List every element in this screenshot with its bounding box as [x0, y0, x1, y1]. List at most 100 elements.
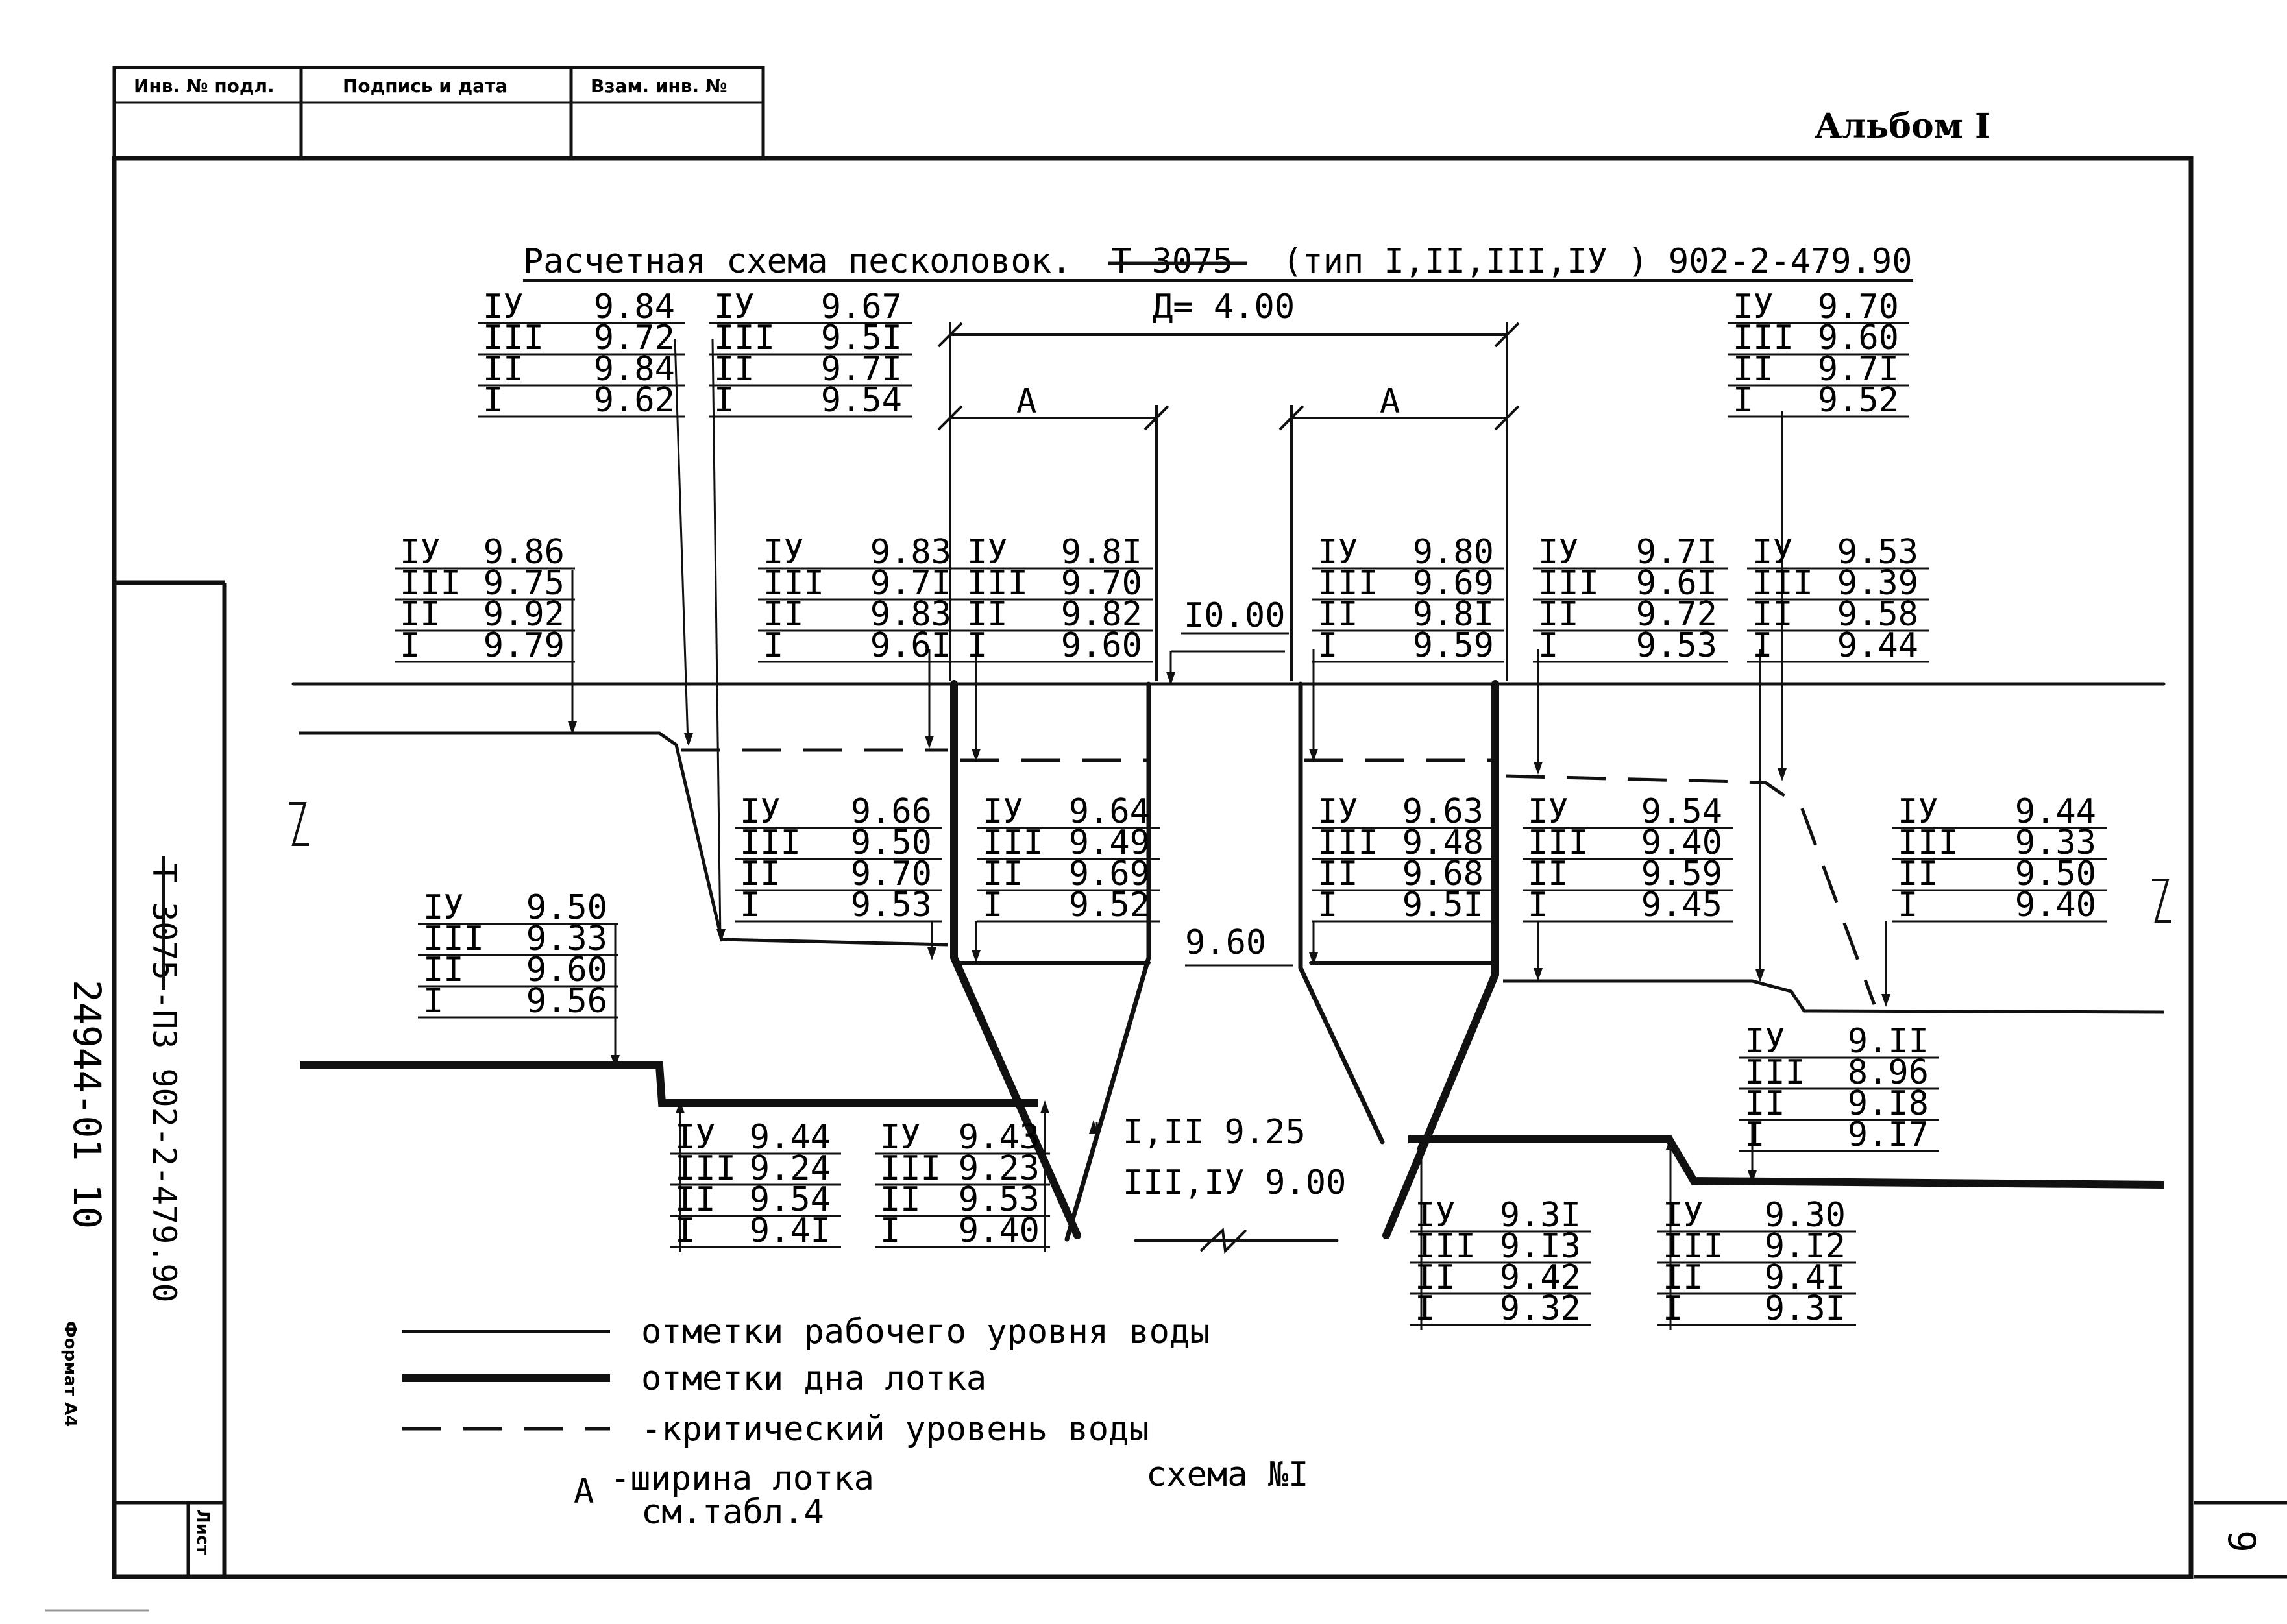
dimension-lines: [937, 322, 1520, 681]
elevation-value: 9.32: [1500, 1289, 1581, 1328]
elevation-value: 9.50: [2015, 854, 2096, 893]
elevation-value: 9.44: [1837, 626, 1918, 665]
elevation-variant: I: [1663, 1289, 1683, 1328]
elevation-value: 9.83: [870, 595, 951, 634]
elevation-variant: I: [1317, 886, 1338, 925]
elevation-variant: II: [740, 854, 781, 893]
header-replace-label: Взам. инв. №: [591, 75, 728, 97]
elevation-value: 9.44: [750, 1118, 831, 1157]
elevation-variant: IУ: [675, 1118, 716, 1157]
elevation-variant: III: [1898, 823, 1959, 862]
elevation-variant: I: [1317, 626, 1338, 665]
elevation-value: 9.5I: [821, 319, 902, 358]
main-frame: [112, 156, 2287, 1579]
elevation-variant: I: [483, 381, 503, 420]
elevation-value: 9.I2: [1765, 1227, 1846, 1266]
elevation-variant: II: [1538, 595, 1579, 634]
elevation-value: 9.43: [959, 1118, 1040, 1157]
elevation-variant: IУ: [483, 287, 524, 326]
elevation-variant: II: [1898, 854, 1938, 893]
elevation-variant: I: [675, 1211, 695, 1250]
elevation-value: 9.30: [1765, 1196, 1846, 1235]
elevation-variant: IУ: [1733, 287, 1774, 326]
elevation-value: 9.7I: [1636, 533, 1717, 572]
elevation-value: 9.83: [870, 533, 951, 572]
elevation-variant: IУ: [1317, 792, 1358, 831]
elevation-value: 9.33: [526, 919, 607, 958]
elevation-value: 9.7I: [1818, 350, 1899, 389]
header-signature-label: Подпись и дата: [343, 75, 508, 97]
legend-a-width: -ширина лотка: [610, 1459, 874, 1498]
mark-bottom-34: III,IУ 9.00: [1123, 1163, 1346, 1202]
elevation-value: 9.64: [1069, 792, 1150, 831]
elevation-variant: II: [1415, 1258, 1456, 1297]
elevation-variant: IУ: [1898, 792, 1938, 831]
elevation-value: 9.53: [1837, 533, 1918, 572]
sheet-number: 9: [2220, 1530, 2264, 1553]
elevation-variant: I: [1744, 1115, 1765, 1154]
elevation-variant: III: [400, 564, 461, 603]
elevation-variant: I: [1752, 626, 1772, 665]
dimension-total: Д= 4.00: [1153, 287, 1295, 326]
elevation-variant: III: [1733, 319, 1794, 358]
elevation-variant: I: [880, 1211, 900, 1250]
elevation-value: 9.3I: [1500, 1196, 1581, 1235]
elevation-value: 9.42: [1500, 1258, 1581, 1297]
elevation-variant: II: [1663, 1258, 1704, 1297]
elevation-value: 9.7I: [821, 350, 902, 389]
elevation-value: 9.70: [1061, 564, 1142, 603]
elevation-variant: II: [1752, 595, 1793, 634]
elevation-value: 9.75: [483, 564, 565, 603]
elevation-value: 9.4I: [1765, 1258, 1846, 1297]
elevation-variant: III: [740, 823, 801, 862]
elevation-value: 9.70: [1818, 287, 1899, 326]
elevation-variant: IУ: [740, 792, 781, 831]
elevation-variant: III: [967, 564, 1028, 603]
mark-top-level: I0.00: [1184, 596, 1286, 635]
elevation-variant: I: [1538, 626, 1558, 665]
elevation-value: 9.92: [483, 595, 565, 634]
elevation-variant: II: [763, 595, 804, 634]
elevation-variant: III: [675, 1149, 736, 1188]
elevation-value: 9.53: [959, 1180, 1040, 1219]
title-struck-code: Т 3075: [1111, 242, 1233, 281]
elevation-variant: IУ: [714, 287, 755, 326]
elevation-variant: II: [1733, 350, 1774, 389]
elevation-value: 9.II: [1848, 1022, 1929, 1061]
album-label: Альбом I: [1815, 106, 1990, 146]
elevation-value: 9.79: [483, 626, 565, 665]
elevation-value: 9.84: [594, 350, 675, 389]
elevation-variant: IУ: [1744, 1022, 1785, 1061]
elevation-value: 9.69: [1413, 564, 1494, 603]
elevation-variant: I: [983, 886, 1003, 925]
elevation-value: 9.84: [594, 287, 675, 326]
elevation-value: 9.53: [1636, 626, 1717, 665]
mark-mid-level: 9.60: [1185, 923, 1266, 962]
channel-bottom: [300, 1061, 2164, 1189]
elevation-value: 9.60: [1061, 626, 1142, 665]
elevation-value: 9.I3: [1500, 1227, 1581, 1266]
elevation-value: 9.33: [2015, 823, 2096, 862]
elevation-variant: I: [967, 626, 987, 665]
elevation-variant: I: [1528, 886, 1548, 925]
elevation-value: 9.40: [959, 1211, 1040, 1250]
elevation-variant: IУ: [983, 792, 1023, 831]
break-marks: [289, 802, 2171, 1254]
legend-a-table: см.табл.4: [641, 1493, 824, 1532]
elevation-variant: II: [1744, 1084, 1785, 1123]
elevation-value: 9.4I: [750, 1211, 831, 1250]
scheme-label: схема №I: [1146, 1455, 1308, 1494]
elevation-variant: II: [423, 951, 464, 989]
elevation-value: 9.63: [1402, 792, 1484, 831]
elevation-variant: IУ: [1528, 792, 1569, 831]
